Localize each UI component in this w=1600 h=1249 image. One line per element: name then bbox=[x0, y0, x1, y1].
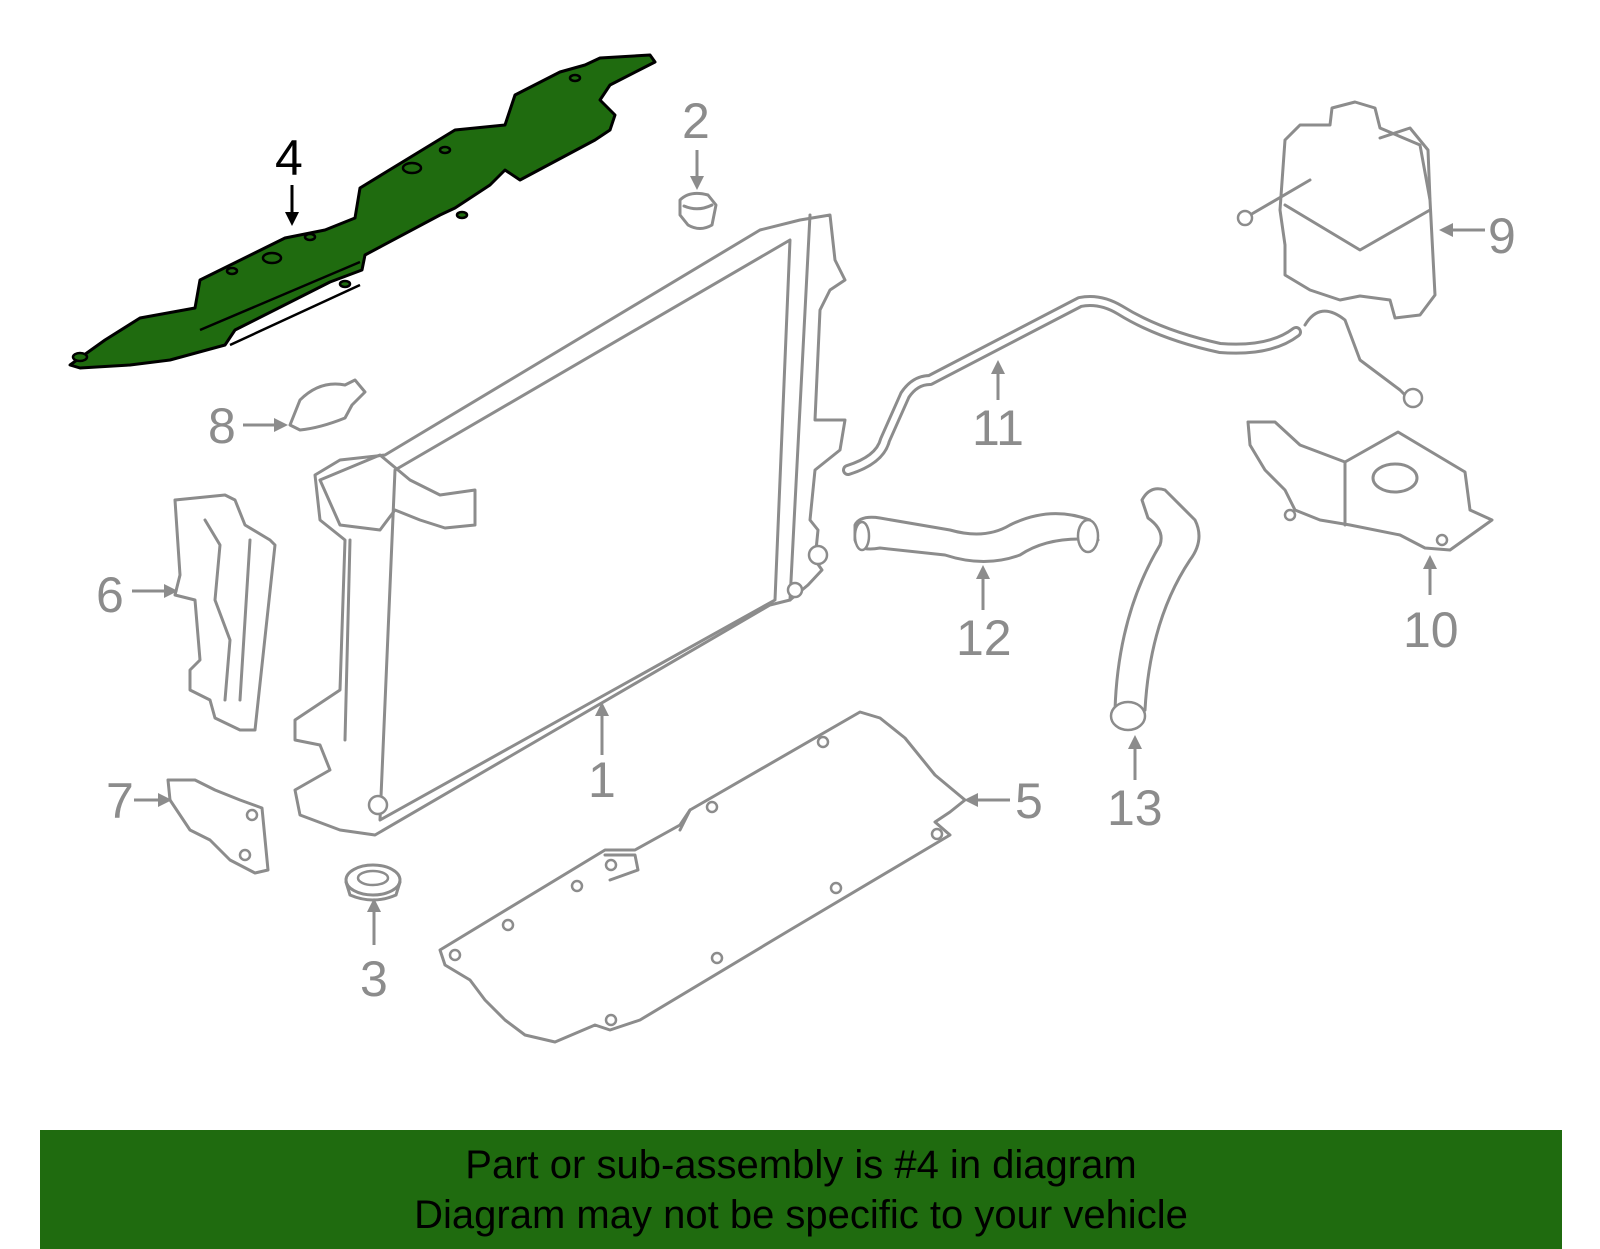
part-1-radiator[interactable] bbox=[293, 213, 847, 837]
callout-5: 5 bbox=[1015, 773, 1043, 829]
part-10-bracket[interactable] bbox=[1246, 420, 1494, 552]
part-12-hose[interactable] bbox=[853, 512, 1100, 563]
callout-3: 3 bbox=[360, 951, 388, 1007]
callout-11: 11 bbox=[972, 400, 1024, 456]
callout-9: 9 bbox=[1488, 208, 1516, 264]
callout-2: 2 bbox=[682, 93, 710, 149]
part-4-panel[interactable] bbox=[68, 53, 657, 370]
parts-diagram: 4 2 8 6 7 1 3 5 9 11 12 10 13 bbox=[68, 53, 1516, 1044]
banner-line-2: Diagram may not be specific to your vehi… bbox=[414, 1192, 1188, 1237]
banner-line-1: Part or sub-assembly is #4 in diagram bbox=[465, 1142, 1137, 1187]
part-7-bracket[interactable] bbox=[166, 778, 270, 875]
callout-8: 8 bbox=[208, 398, 236, 454]
part-13-hose[interactable] bbox=[1109, 487, 1201, 732]
callout-12: 12 bbox=[956, 610, 1012, 666]
callout-labels: 4 2 8 6 7 1 3 5 9 11 12 10 13 bbox=[96, 93, 1516, 1007]
part-6-deflector[interactable] bbox=[173, 493, 277, 732]
info-banner: Part or sub-assembly is #4 in diagram Di… bbox=[40, 1130, 1562, 1249]
callout-arrows bbox=[132, 150, 1485, 945]
part-9-reservoir[interactable] bbox=[1236, 100, 1437, 409]
callout-4: 4 bbox=[275, 130, 303, 186]
callout-10: 10 bbox=[1403, 602, 1459, 658]
part-8-cap[interactable] bbox=[288, 378, 367, 432]
callout-13: 13 bbox=[1107, 780, 1163, 836]
part-5-shield[interactable] bbox=[438, 710, 967, 1044]
part-3-grommet[interactable] bbox=[344, 863, 402, 902]
callout-1: 1 bbox=[588, 752, 616, 808]
part-2-grommet[interactable] bbox=[678, 191, 718, 230]
callout-7: 7 bbox=[106, 773, 134, 829]
callout-6: 6 bbox=[96, 567, 124, 623]
part-11-hose[interactable] bbox=[842, 295, 1302, 476]
